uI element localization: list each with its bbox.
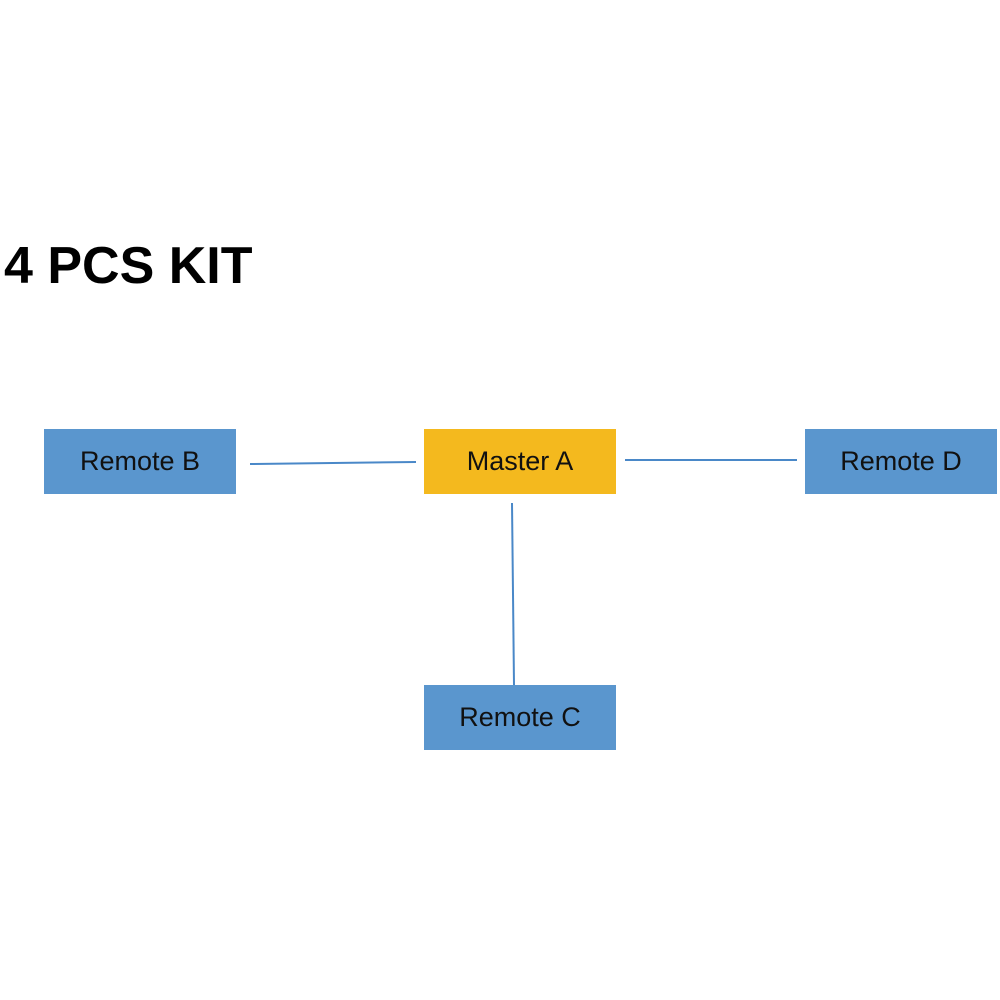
node-label: Remote D	[840, 446, 962, 476]
node-remote-b: Remote B	[44, 429, 236, 494]
link-master-remote-c	[511, 502, 515, 686]
node-master-a: Master A	[424, 429, 616, 494]
link-master-remote-b	[249, 461, 417, 465]
node-remote-d: Remote D	[805, 429, 997, 494]
node-remote-c: Remote C	[424, 685, 616, 750]
node-label: Remote C	[459, 702, 581, 732]
page-title: 4 PCS KIT	[4, 237, 253, 295]
node-label: Master A	[466, 446, 574, 476]
node-label: Remote B	[79, 446, 201, 476]
